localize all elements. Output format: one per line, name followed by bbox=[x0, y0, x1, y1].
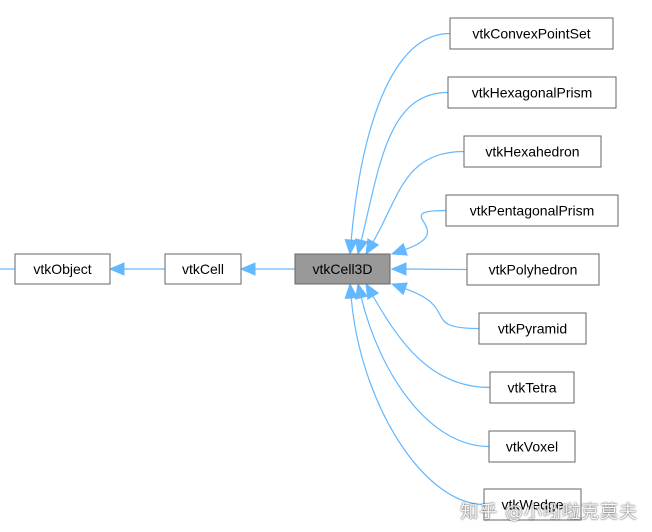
node-label: vtkVoxel bbox=[506, 439, 558, 455]
edge-vtkhexahedron-to-vtkcell3d bbox=[372, 150, 465, 243]
node-label: vtkCell3D bbox=[313, 261, 373, 277]
node-vtkcell[interactable]: vtkCell bbox=[164, 253, 242, 285]
edge-vtkvoxel-to-vtkcell3d bbox=[360, 297, 490, 448]
edges-layer bbox=[0, 32, 491, 506]
node-vtkconvexpointset[interactable]: vtkConvexPointSet bbox=[449, 17, 614, 50]
arrowhead bbox=[108, 262, 125, 276]
arrowhead bbox=[390, 282, 408, 296]
node-vtkpentagonalprism[interactable]: vtkPentagonalPrism bbox=[445, 194, 619, 227]
node-label: vtkHexagonalPrism bbox=[472, 85, 593, 101]
node-label: vtkWedge bbox=[502, 497, 564, 513]
node-vtkvoxel[interactable]: vtkVoxel bbox=[488, 430, 576, 463]
arrowhead bbox=[344, 282, 358, 300]
edge-vtkpyramid-to-vtkcell3d bbox=[405, 288, 480, 330]
node-label: vtkPyramid bbox=[498, 321, 567, 337]
node-vtkhexagonalprism[interactable]: vtkHexagonalPrism bbox=[447, 76, 617, 109]
edge-vtkpolyhedron-to-vtkcell3d bbox=[405, 268, 468, 271]
arrowhead bbox=[239, 262, 256, 276]
node-label: vtkTetra bbox=[507, 380, 556, 396]
node-vtkpolyhedron[interactable]: vtkPolyhedron bbox=[466, 253, 600, 286]
edge-vtkwedge-to-vtkcell3d bbox=[350, 297, 485, 506]
arrowhead bbox=[365, 282, 380, 300]
arrowhead bbox=[354, 238, 369, 256]
node-label: vtkHexahedron bbox=[485, 144, 579, 160]
edge-vtkpentagonalprism-to-vtkcell3d bbox=[405, 209, 447, 250]
node-vtkobject[interactable]: vtkObject bbox=[14, 253, 111, 285]
node-vtkhexahedron[interactable]: vtkHexahedron bbox=[463, 135, 602, 168]
node-label: vtkConvexPointSet bbox=[472, 26, 590, 42]
edge-vtktetra-to-vtkcell3d bbox=[372, 295, 491, 389]
node-vtkcell3d-current[interactable]: vtkCell3D bbox=[294, 253, 391, 285]
arrowhead bbox=[390, 262, 407, 276]
arrowhead bbox=[354, 282, 368, 300]
node-label: vtkObject bbox=[33, 261, 91, 277]
node-vtkpyramid[interactable]: vtkPyramid bbox=[478, 312, 587, 345]
edge-vtkconvexpointset-to-vtkcell3d bbox=[350, 32, 451, 241]
node-vtktetra[interactable]: vtkTetra bbox=[489, 371, 575, 404]
nodes-layer: vtkObject vtkCell vtkCell3D vtkConvexPoi… bbox=[14, 17, 619, 521]
node-label: vtkPolyhedron bbox=[489, 262, 578, 278]
arrowhead bbox=[344, 238, 358, 256]
arrowhead bbox=[390, 242, 408, 256]
node-vtkwedge[interactable]: vtkWedge bbox=[483, 488, 582, 521]
node-label: vtkCell bbox=[182, 261, 224, 277]
arrowhead bbox=[365, 238, 380, 256]
node-label: vtkPentagonalPrism bbox=[470, 203, 595, 219]
edge-vtkhexagonalprism-to-vtkcell3d bbox=[360, 91, 449, 241]
